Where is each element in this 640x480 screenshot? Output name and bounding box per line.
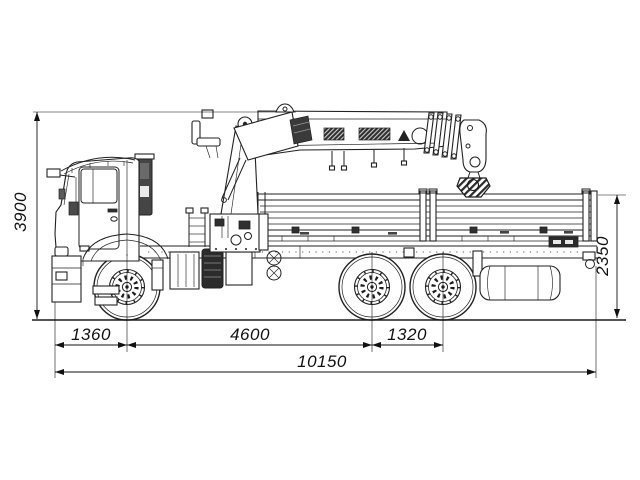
boom-lifting-eye: [275, 103, 295, 113]
door-handle: [107, 208, 118, 213]
boom-under-pins: [328, 148, 408, 171]
dim-bogie-spacing-label: 1320: [387, 325, 427, 344]
main-mirror: [46, 168, 61, 178]
crane-boom: [233, 103, 448, 171]
stowed-ladder: [185, 207, 209, 247]
dim-overall-length-label: 10150: [297, 352, 347, 371]
dimension-annotations: 3900 2350 1360 4600 1320: [11, 111, 626, 378]
cab-step-upper: [92, 285, 120, 295]
dim-bed-height-label: 2350: [593, 236, 612, 277]
cab-step-lower: [94, 296, 118, 306]
boom-decal-2: [358, 127, 391, 141]
boom-root-decal: [289, 115, 313, 145]
fuel-tank: [479, 265, 561, 301]
operator-seat: [191, 109, 221, 159]
inter-axle-bracket: [403, 247, 415, 258]
tow-hitch: [582, 251, 596, 269]
outrigger-leg: [258, 213, 269, 251]
flatbed-body: [257, 188, 598, 242]
dim-overall-height: 3900: [11, 111, 296, 319]
hood-mirror: [58, 188, 66, 200]
dim-overall-height-label: 3900: [11, 192, 30, 232]
front-fender: [82, 233, 169, 266]
boom-decal-1: [323, 127, 345, 141]
bed-rear-posts: [581, 188, 598, 242]
hook-block: [456, 177, 491, 198]
front-bumper: [51, 255, 82, 303]
spare-wheel-winch: [266, 250, 282, 281]
boom-head-bracket: [459, 119, 487, 179]
lower-mirror: [68, 201, 79, 216]
dim-overall-length: 10150: [55, 352, 596, 375]
dim-bed-height: 2350: [593, 194, 626, 318]
lift-cylinder: [221, 157, 247, 203]
exhaust-muffler: [201, 248, 224, 289]
cab-mudflap: [151, 259, 164, 291]
dim-wheelbase-label: 4600: [230, 325, 270, 344]
dim-row-axles: 1360 4600 1320: [55, 325, 443, 348]
crane-pedestal: [209, 213, 261, 253]
side-mirrors: [46, 168, 79, 216]
boom-root-gusset: [233, 111, 299, 161]
headlamp: [54, 246, 69, 257]
dim-front-overhang-label: 1360: [71, 325, 111, 344]
warning-triangle-decal: [398, 130, 410, 141]
truck-cab: [46, 153, 169, 306]
crane-unit: [191, 103, 491, 253]
bed-middle-posts: [418, 188, 438, 242]
rear-underbody: [403, 236, 596, 301]
rear-mudflap: [472, 250, 483, 277]
wheels: [94, 254, 476, 320]
battery-box: [169, 251, 200, 290]
air-intake-stack: [134, 153, 155, 216]
fog-lamp: [55, 271, 68, 281]
door-emblem: [110, 216, 118, 222]
folded-jib-links: [423, 112, 462, 160]
hydraulic-tank: [225, 247, 253, 286]
tail-lamp-box: [548, 236, 579, 248]
